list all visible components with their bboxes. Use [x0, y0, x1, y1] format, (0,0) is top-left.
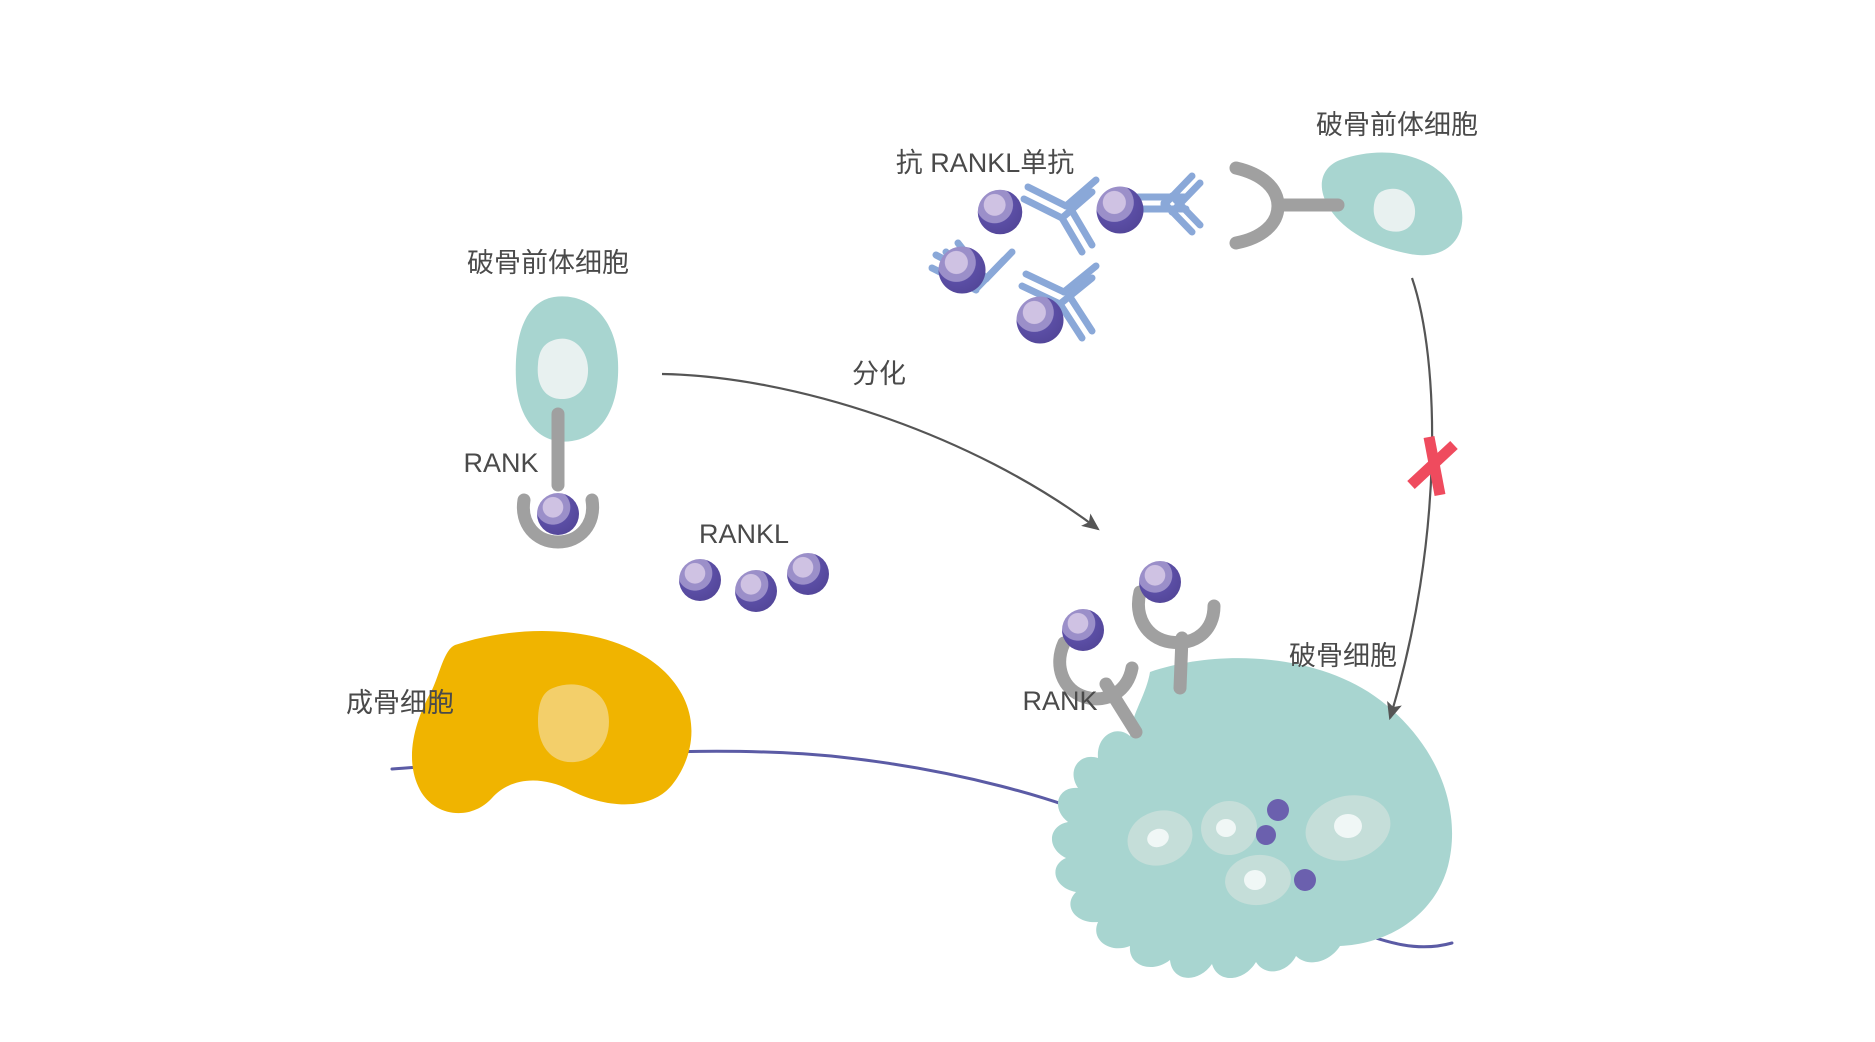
rank-label-precursor-left: RANK	[463, 448, 538, 478]
rankl-molecule	[1062, 609, 1104, 651]
osteoblast-cell	[411, 630, 692, 814]
precursor-left-label: 破骨前体细胞	[467, 248, 629, 278]
osteoblast-label: 成骨细胞	[346, 688, 454, 718]
antibody-3	[1096, 172, 1204, 236]
rankl-label: RANKL	[699, 519, 789, 549]
osteoclast-cell	[1051, 658, 1453, 979]
differentiation-arrow	[661, 372, 1100, 531]
antibody-2	[1016, 262, 1100, 344]
precursor-cell-left	[515, 296, 619, 442]
rank-label-osteoclast: RANK	[1022, 686, 1097, 716]
rankl-molecule	[679, 559, 721, 601]
osteoclast-granule	[1294, 869, 1316, 891]
differentiation-label: 分化	[852, 359, 906, 389]
rankl-molecule-bound	[938, 246, 986, 294]
antibody-4	[977, 176, 1100, 256]
rank-receptor-precursor-right-empty	[1229, 161, 1345, 250]
rankl-molecule-bound	[977, 189, 1023, 235]
rankl-molecule-bound	[1016, 296, 1064, 344]
rankl-molecule	[787, 553, 829, 595]
osteoclast-granule	[1256, 825, 1276, 845]
antibody-label: 抗 RANKL单抗	[896, 148, 1075, 178]
rankl-molecule	[735, 570, 777, 612]
osteoclast-granule	[1267, 799, 1289, 821]
rank-receptor-osteoclast-left	[1053, 609, 1143, 739]
block-marker-red-x	[1407, 435, 1458, 497]
precursor-cell-right	[1321, 152, 1463, 256]
rankl-molecule	[537, 493, 579, 535]
osteoclast-label: 破骨细胞	[1289, 641, 1397, 671]
precursor-right-label: 破骨前体细胞	[1316, 110, 1478, 140]
rankl-molecule-bound	[1096, 186, 1144, 234]
rank-receptor-osteoclast-right	[1132, 561, 1221, 695]
rankl-molecule	[1139, 561, 1181, 603]
antibody-1	[928, 239, 1016, 294]
free-rankl-group	[679, 553, 829, 612]
rank-receptor-precursor-left	[516, 407, 600, 549]
